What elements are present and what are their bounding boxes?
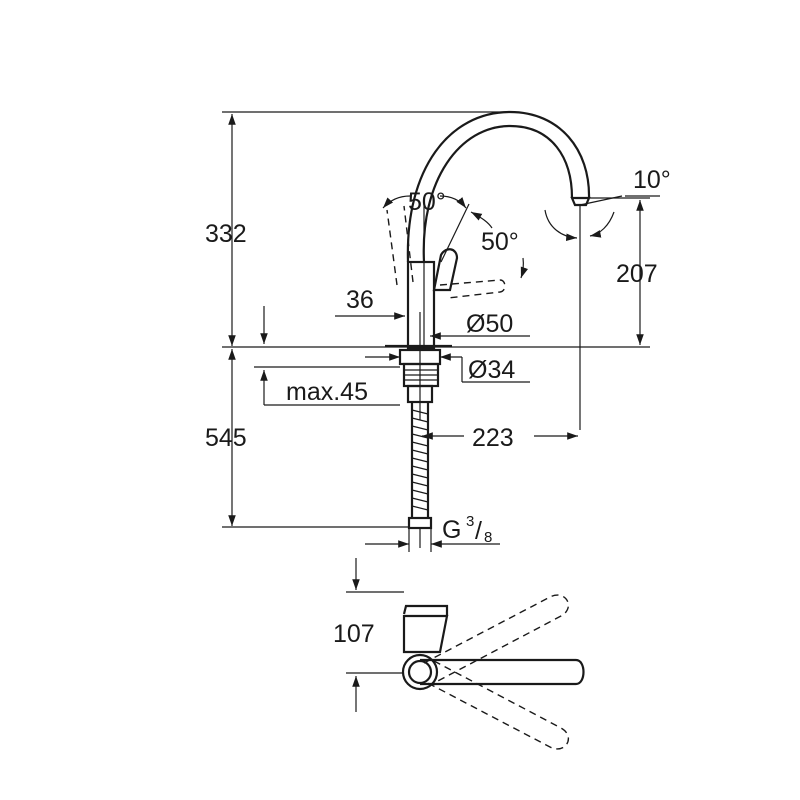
label-thread-den: 8 <box>484 529 492 546</box>
label-545: 545 <box>205 424 247 452</box>
label-223: 223 <box>472 424 514 452</box>
label-thread-sep: / <box>475 517 482 545</box>
spout-inner <box>422 124 574 263</box>
top-spout-dashed-up <box>423 594 570 684</box>
dim-thread: G 3 / 8 <box>365 513 500 552</box>
label-thread-g: G <box>442 516 461 544</box>
dim-107: 107 <box>333 558 404 712</box>
dim-332: 332 <box>205 111 510 346</box>
label-332: 332 <box>205 220 247 248</box>
label-107: 107 <box>333 620 375 648</box>
angle-50-top: 50° <box>382 188 470 263</box>
dim-545: 545 <box>205 349 410 528</box>
dim-34: Ø34 <box>365 353 530 384</box>
label-thread-num: 3 <box>466 513 474 530</box>
dim-223: 223 <box>422 424 578 452</box>
top-view <box>401 594 585 750</box>
label-angle-10: 10° <box>633 166 671 194</box>
label-angle-50-top: 50° <box>408 188 446 216</box>
top-spout-dashed-down <box>423 660 570 750</box>
dim-50: Ø50 <box>430 310 530 340</box>
angle-50-side: 50° <box>470 211 528 279</box>
lever <box>432 248 459 292</box>
top-spout <box>420 658 585 686</box>
dim-36: 36 <box>335 286 409 320</box>
top-base-inner <box>407 659 433 685</box>
label-angle-50-side: 50° <box>481 228 519 256</box>
top-body <box>402 614 449 654</box>
label-34: Ø34 <box>468 356 515 384</box>
shank-thread-lines <box>404 369 438 381</box>
dim-max45: max.45 <box>254 366 400 406</box>
top-lever <box>402 604 449 616</box>
lever-dashed-tilt <box>439 279 506 299</box>
lever-dashed-up <box>386 205 414 286</box>
label-50: Ø50 <box>466 310 513 338</box>
body-column <box>406 260 436 350</box>
label-207: 207 <box>616 260 658 288</box>
angle-10: 10° <box>544 166 671 430</box>
label-max45: max.45 <box>286 378 368 406</box>
hose-braid <box>411 409 429 511</box>
top-base-outer <box>401 653 439 691</box>
dim-207: 207 <box>590 197 658 345</box>
label-36: 36 <box>346 286 374 314</box>
spout-tip <box>570 196 591 207</box>
hose-fitting <box>407 516 433 530</box>
